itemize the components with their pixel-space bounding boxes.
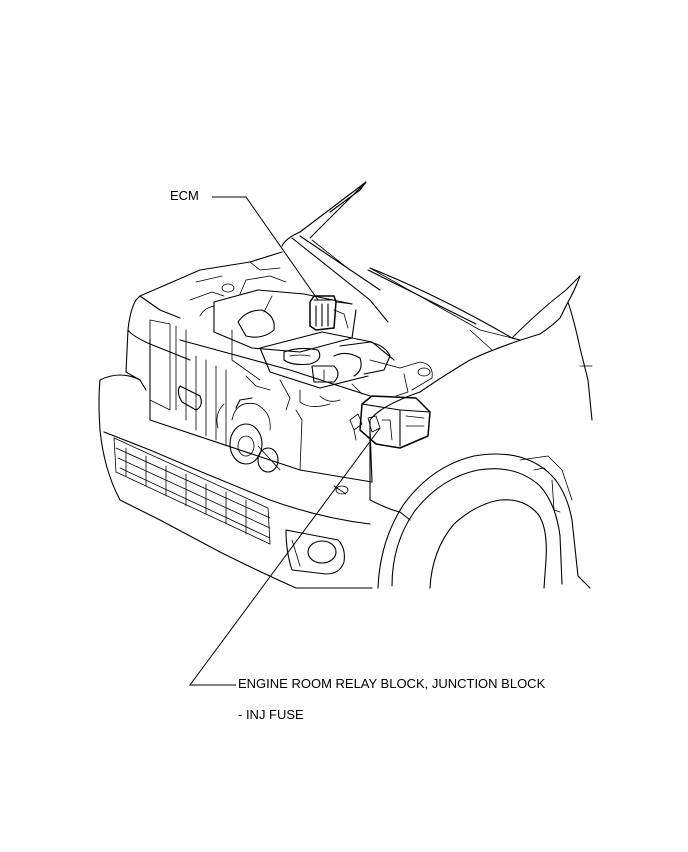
leader-lines (189, 196, 381, 686)
front-bumper-and-grille (98, 299, 373, 589)
relay-junction-block (349, 395, 431, 449)
relay-block-callout-label: ENGINE ROOM RELAY BLOCK, JUNCTION BLOCK (238, 676, 546, 691)
engine-assembly (189, 261, 433, 429)
radiator-support (135, 251, 371, 473)
relay-block-leader-line (189, 427, 381, 686)
windshield-and-pillar (369, 267, 581, 351)
inj-fuse-callout-label: - INJ FUSE (238, 707, 304, 722)
ecm-callout-label: ECM (170, 188, 199, 203)
ecm-unit (309, 295, 353, 331)
open-hood (281, 181, 521, 341)
ecm-leader-line (212, 196, 319, 301)
front-fender (369, 275, 593, 589)
